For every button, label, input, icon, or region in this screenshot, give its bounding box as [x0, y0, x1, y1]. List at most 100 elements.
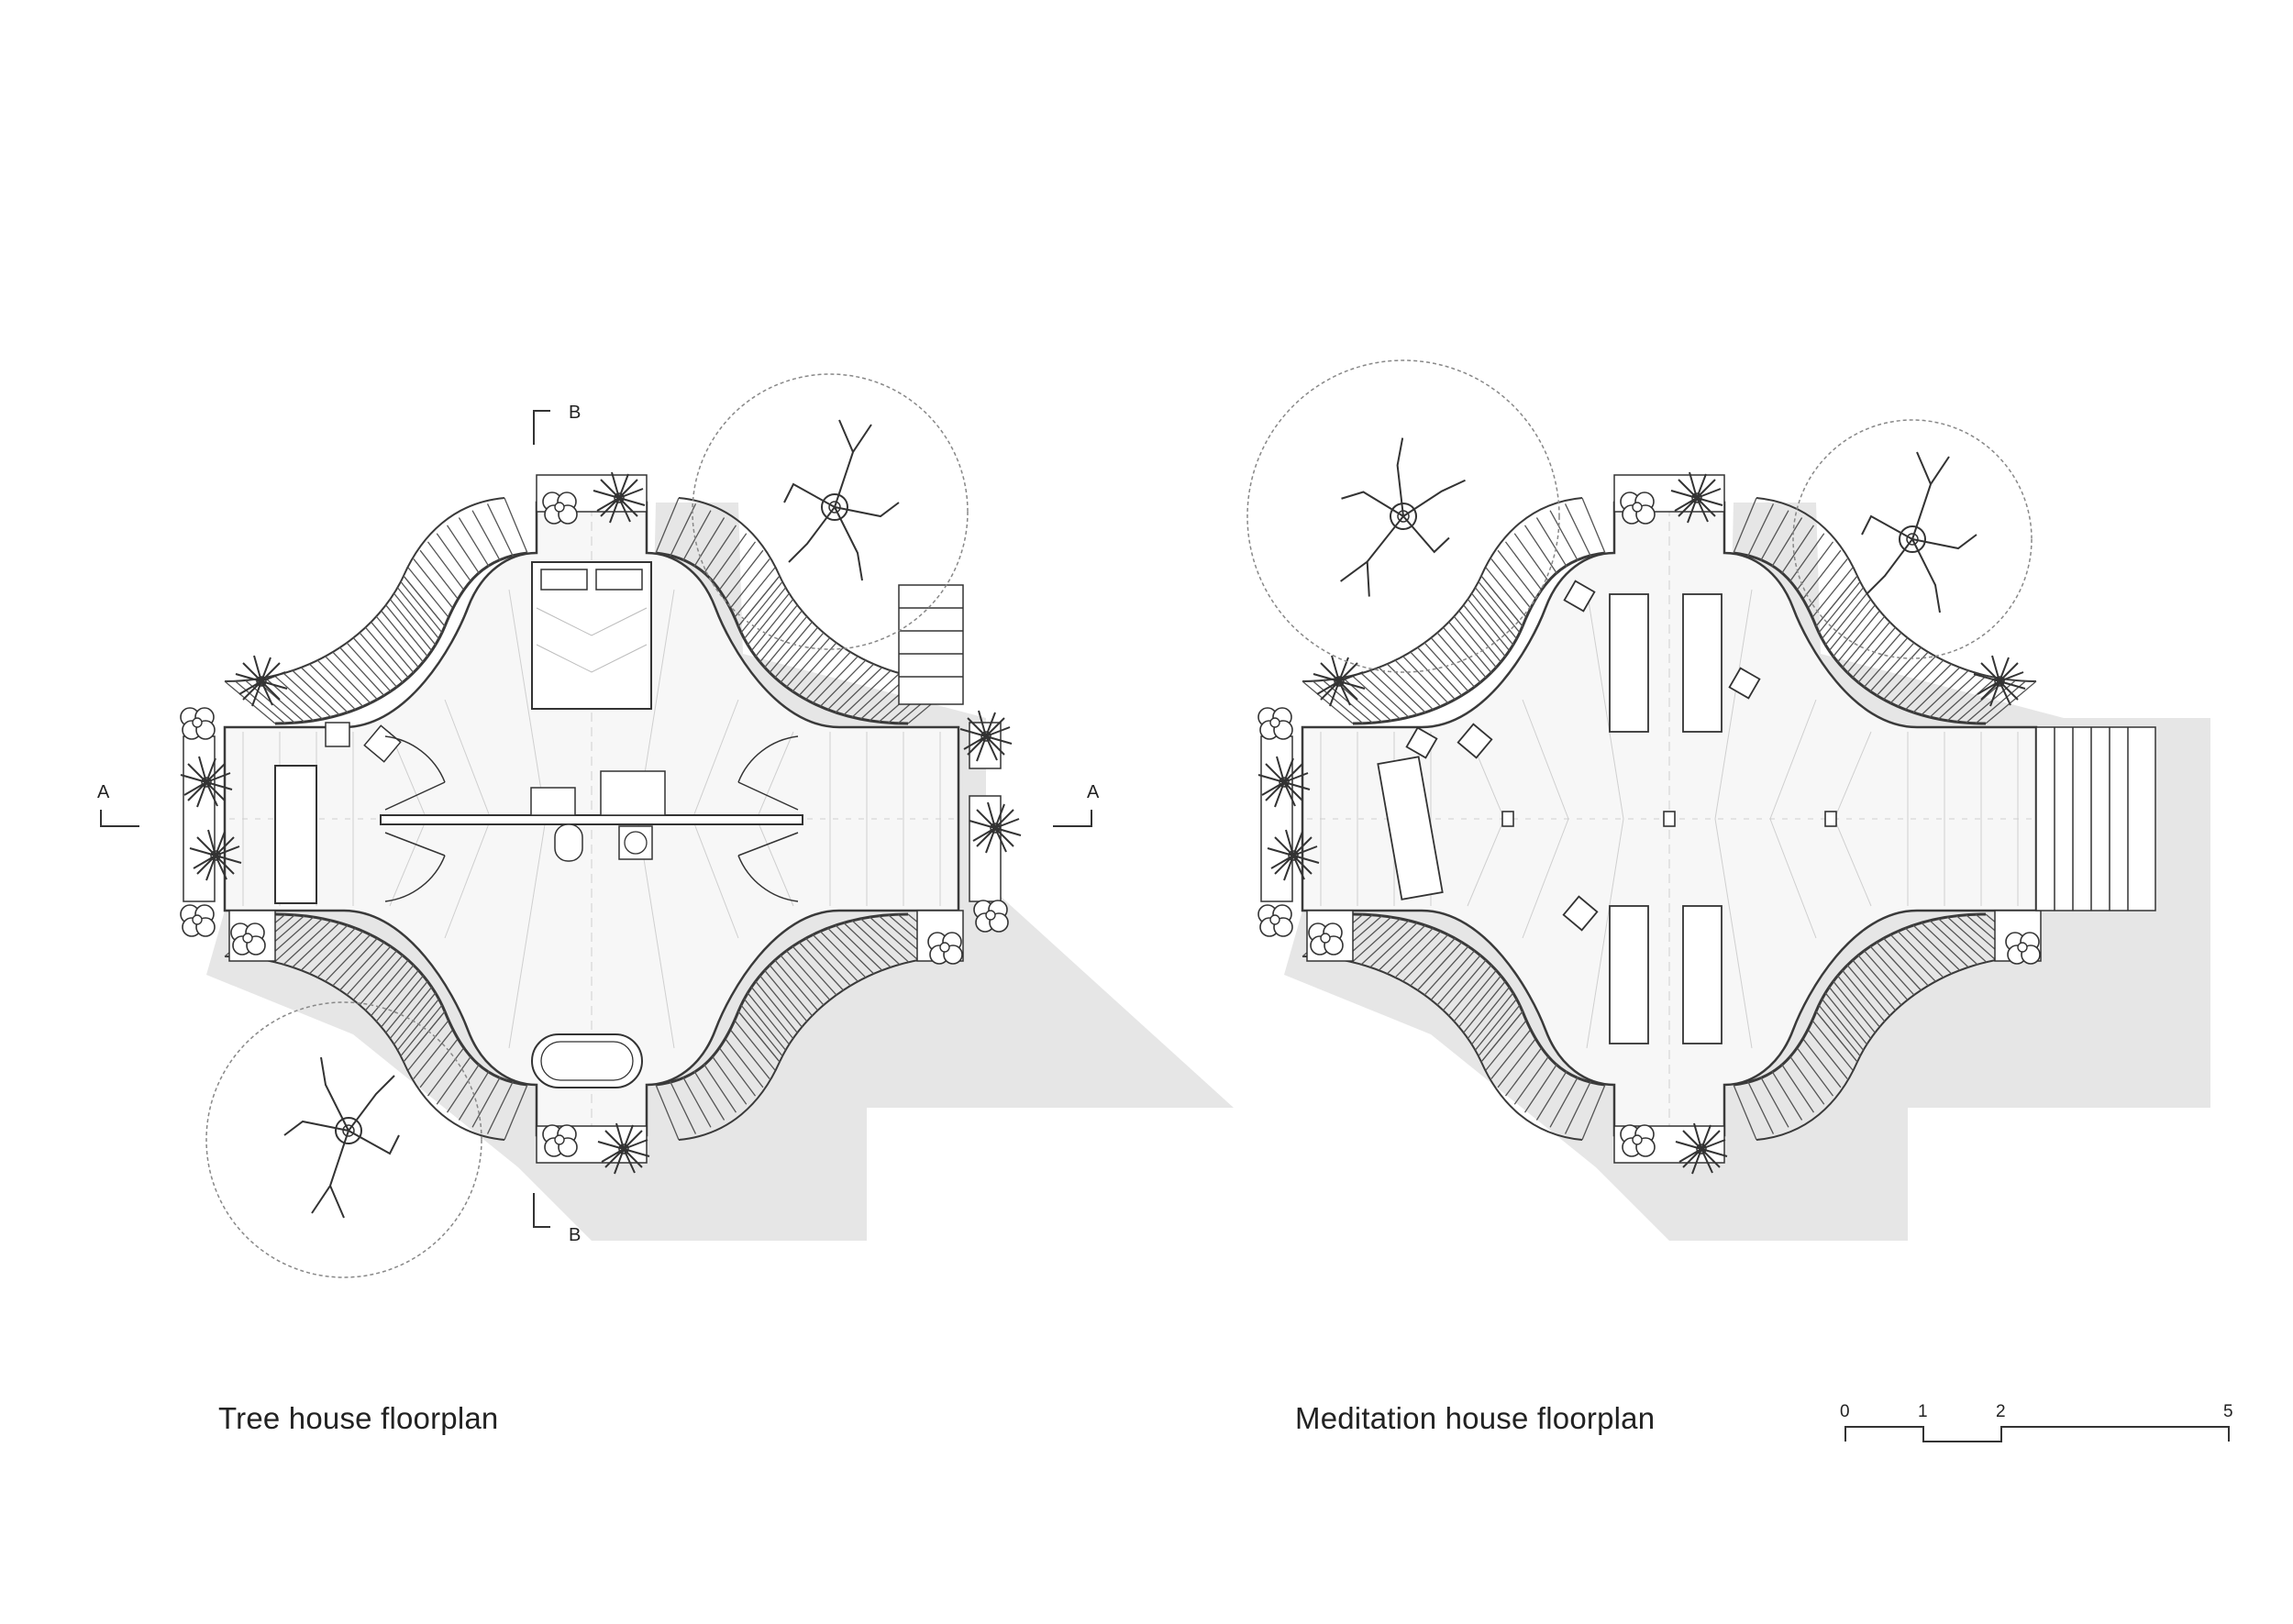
tree-canopy-nw: [1246, 359, 1560, 673]
roof-slat: [1474, 587, 1518, 639]
roof-slat: [1812, 567, 1854, 617]
roof-slat: [860, 918, 910, 963]
roof-slat: [1789, 1055, 1825, 1105]
roof-slat: [719, 1048, 757, 1097]
section-label-b-top: B: [569, 403, 581, 423]
roof-slat: [1824, 992, 1867, 1045]
roof-slat: [1821, 999, 1865, 1051]
roof-slat: [780, 955, 825, 1006]
roof-slat: [371, 621, 415, 673]
roof-slat: [1302, 680, 1354, 724]
roof-slat: [1478, 580, 1521, 634]
roof-slat: [471, 510, 502, 562]
roof-slat: [1430, 950, 1476, 1000]
roof-slat: [1921, 922, 1969, 968]
roof-slat: [1463, 980, 1506, 1033]
roof-slat: [1747, 503, 1775, 558]
roof-slat: [737, 575, 781, 627]
roof-slat: [798, 942, 844, 991]
roof-slat: [712, 533, 748, 582]
roof-slat: [1497, 1039, 1535, 1088]
roof-slat: [798, 646, 844, 696]
roof-slat: [792, 945, 837, 996]
roof-slat: [1897, 931, 1944, 978]
roof-slat: [339, 942, 385, 991]
roof-slat: [1818, 1004, 1861, 1057]
roof-slat: [1812, 1021, 1854, 1071]
section-label-a-left: A: [97, 782, 110, 802]
section-label-a-right: A: [1087, 782, 1100, 802]
roof-slat: [316, 931, 364, 978]
roof-slat: [1828, 599, 1872, 651]
roof-slat: [385, 604, 428, 657]
scale-tick-5: 5: [2223, 1402, 2233, 1421]
roof-slat: [1803, 549, 1842, 599]
roof-slat: [426, 1048, 464, 1097]
roof-slat: [1733, 497, 1757, 554]
roof-slat: [359, 955, 404, 1006]
roof-slat: [308, 663, 356, 711]
roof-slat: [750, 987, 794, 1039]
roof-slat: [1842, 615, 1886, 668]
roof-slat: [1857, 955, 1902, 1006]
roof-slat: [396, 587, 440, 639]
roof-slat: [747, 992, 790, 1045]
scale-bar: 0 1 2 5: [1840, 1402, 2233, 1442]
roof-slat: [1351, 675, 1401, 720]
roof-slat: [1771, 1070, 1803, 1121]
roof-slat: [1549, 510, 1579, 562]
roof-slat: [1523, 525, 1557, 574]
roof-slat: [407, 1021, 449, 1071]
stool-2: [363, 724, 402, 763]
roof-slat: [703, 1064, 737, 1113]
roof-slat: [750, 599, 794, 651]
roof-slat: [1863, 637, 1909, 688]
roof-slat: [1808, 558, 1848, 608]
roof-slat: [1733, 1084, 1757, 1141]
roof-slat: [1453, 615, 1497, 668]
roof-slat: [1781, 1064, 1815, 1113]
scale-tick-1: 1: [1918, 1402, 1928, 1421]
roof-slat: [655, 497, 680, 554]
roof-slat: [735, 567, 776, 617]
roof-slat: [843, 669, 892, 716]
roof-slat: [385, 980, 428, 1033]
roof-slat: [1467, 599, 1511, 651]
roof-slat: [655, 1084, 680, 1141]
roof-slat: [446, 525, 480, 574]
section-label-b-bottom: B: [569, 1225, 581, 1245]
roof-slat: [819, 659, 867, 707]
roof-slat: [1458, 975, 1501, 1028]
roof-slat: [1759, 1076, 1789, 1128]
roof-slat: [1905, 927, 1953, 975]
roof-slat: [1905, 663, 1953, 711]
roof-slat: [1369, 669, 1418, 716]
roof-slat: [1402, 656, 1449, 704]
roof-slat: [436, 533, 471, 582]
roof-slat: [1378, 667, 1426, 713]
roof-slat: [851, 672, 901, 718]
roof-slat: [1781, 525, 1815, 574]
roof-slat: [1549, 1076, 1579, 1128]
roof-slat: [819, 931, 867, 978]
roof-slat: [1523, 1064, 1557, 1113]
roof-slat: [1797, 1048, 1834, 1097]
roof-slat: [785, 950, 831, 1000]
roof-slat: [764, 969, 808, 1022]
roof-slat: [774, 626, 819, 679]
roof-slat: [843, 922, 892, 968]
roof-slat: [769, 621, 813, 673]
roof-slat: [339, 646, 385, 696]
roof-slat: [346, 945, 392, 996]
roof-slat: [359, 632, 404, 683]
roof-slat: [670, 503, 697, 558]
daybed: [274, 765, 317, 904]
roof-slat: [1747, 1080, 1775, 1134]
tree-house-plan: A A B B: [97, 373, 1234, 1278]
roof-slat: [375, 615, 419, 668]
roof-slat: [234, 680, 286, 724]
roof-slat: [1480, 575, 1523, 627]
roof-slat: [371, 965, 415, 1017]
roof-slat: [1833, 980, 1876, 1033]
roof-slat: [1535, 517, 1567, 568]
